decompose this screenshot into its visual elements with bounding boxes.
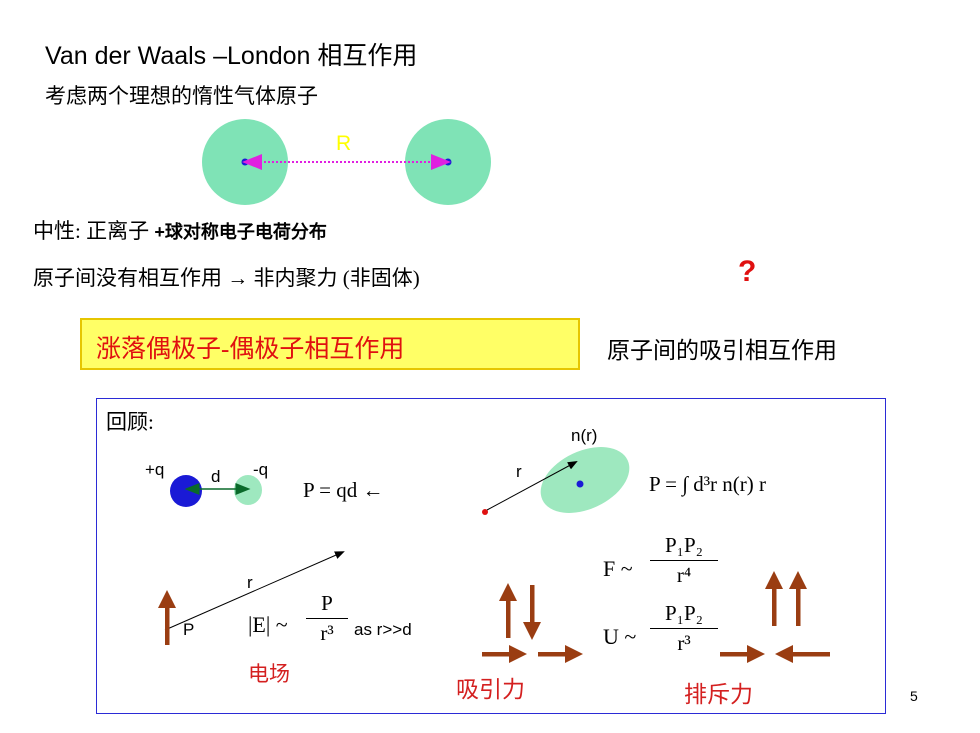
field-r-label: r — [247, 573, 253, 592]
review-heading: 回顾: — [106, 410, 154, 434]
neutral-prefix: 中性: 正离子 — [33, 219, 155, 243]
force-lhs: F ~ — [603, 556, 633, 581]
repel-dipole-pair — [765, 571, 807, 626]
field-lhs: |E| ~ — [248, 612, 288, 637]
field-condition: as r>>d — [354, 620, 412, 639]
repel-caption: 排斥力 — [684, 682, 753, 707]
integral-formula: P = ∫ d³r n(r) r — [649, 472, 767, 496]
position-vector — [486, 461, 578, 511]
neutral-description: 中性: 正离子 +球对称电子电荷分布 — [33, 215, 327, 245]
charge-distribution — [540, 447, 630, 513]
neutral-bold: +球对称电子电荷分布 — [154, 222, 327, 242]
fluctuating-dipole-text: 涨落偶极子-偶极子相互作用 — [96, 336, 405, 363]
attract-arrows — [482, 645, 583, 663]
force-fraction: P₁P₂ r⁴ — [650, 533, 718, 588]
origin-point — [482, 509, 488, 515]
review-box — [96, 398, 886, 714]
force-numerator: P₁P₂ — [664, 533, 703, 557]
nucleus-left — [241, 158, 249, 166]
question-mark: ? — [738, 255, 757, 288]
attraction-description: 原子间的吸引相互作用 — [607, 338, 837, 363]
slide-title: Van der Waals –London 相互作用 — [45, 42, 418, 70]
attract-caption: 吸引力 — [456, 677, 525, 702]
energy-denominator: r³ — [677, 631, 691, 655]
fluctuating-dipole-box: 涨落偶极子-偶极子相互作用 — [80, 318, 580, 370]
energy-lhs: U ~ — [603, 624, 637, 649]
n-r-label: n(r) — [571, 426, 598, 445]
energy-numerator: P₁P₂ — [664, 601, 703, 625]
attract-dipole-pair — [499, 583, 541, 640]
field-denominator: r³ — [320, 621, 334, 645]
r-vector-label: r — [516, 462, 522, 481]
minus-q-label: -q — [253, 460, 269, 479]
repel-arrows — [720, 645, 830, 663]
slide-subtitle: 考虑两个理想的惰性气体原子 — [45, 84, 318, 108]
page-number: 5 — [910, 688, 918, 704]
no-interaction-text: 原子间没有相互作用 → 非内聚力 (非固体) — [33, 266, 420, 290]
nucleus-right — [444, 158, 452, 166]
distance-label: R — [336, 132, 352, 155]
field-P-label: P — [183, 620, 195, 639]
field-numerator: P — [321, 591, 333, 615]
field-r-vector — [164, 551, 345, 631]
field-fraction: P r³ — [306, 591, 348, 646]
field-caption: 电场 — [248, 662, 290, 686]
d-label: d — [211, 467, 221, 486]
plus-q-label: +q — [145, 460, 165, 479]
distribution-center — [576, 480, 584, 488]
dipole-formula: P = qd ← — [303, 478, 384, 502]
dipole-arrow-up — [158, 590, 176, 645]
energy-fraction: P₁P₂ r³ — [650, 601, 718, 656]
force-denominator: r⁴ — [676, 563, 692, 587]
